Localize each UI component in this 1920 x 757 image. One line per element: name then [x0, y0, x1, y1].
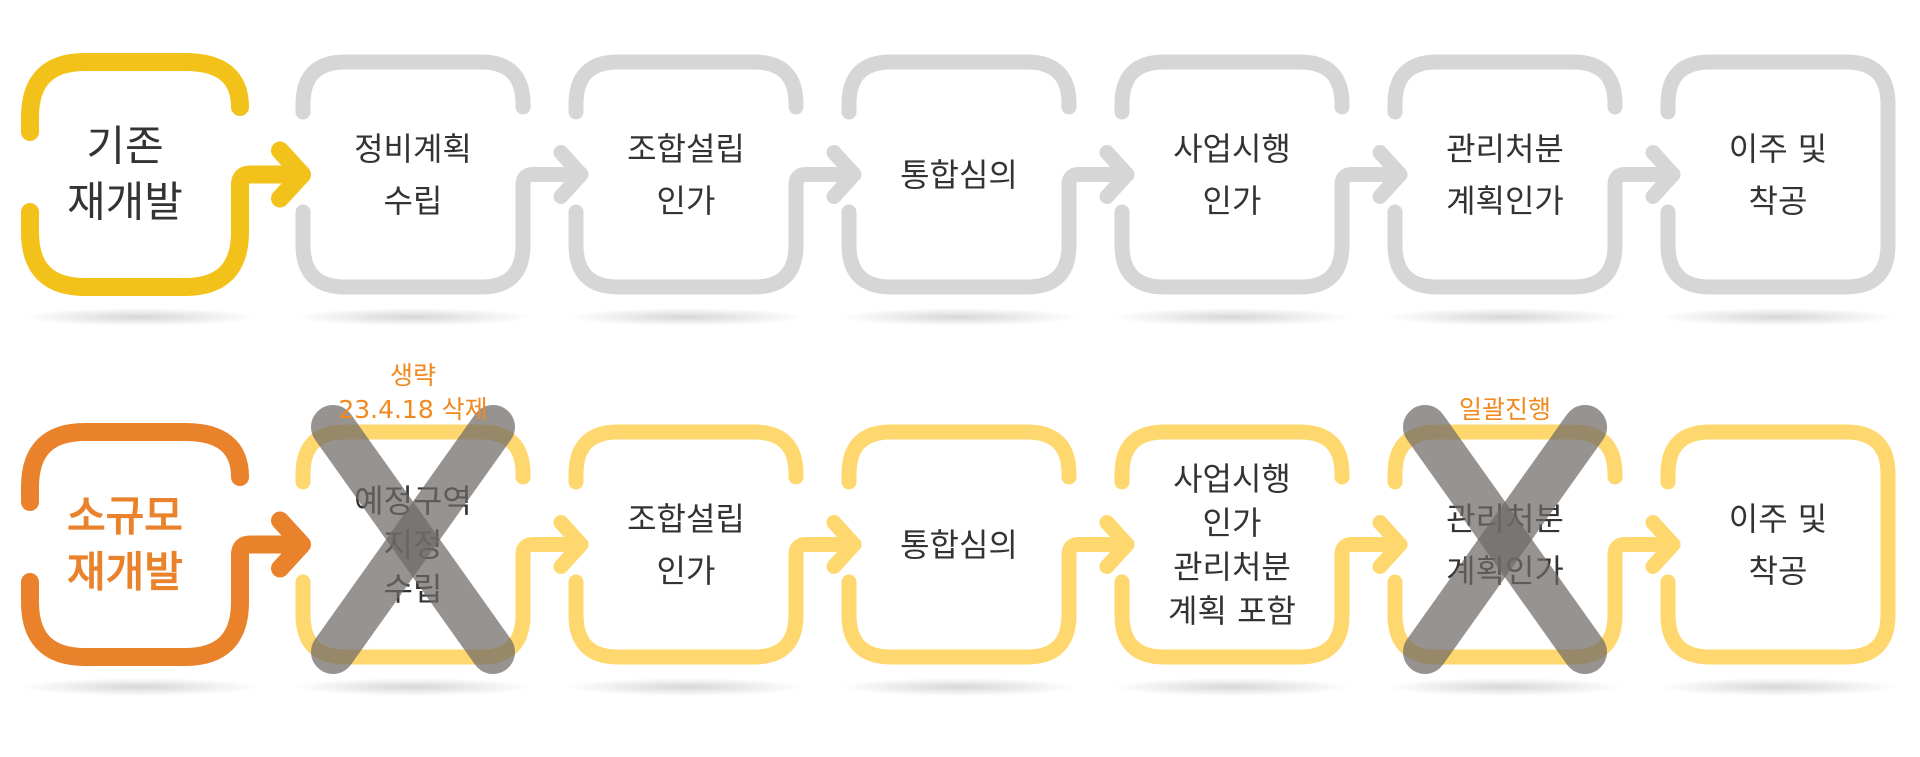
arrow-icon — [553, 145, 589, 204]
box-shadow — [1658, 678, 1898, 696]
step-frame-top — [295, 54, 531, 120]
step-label-line: 수립 — [384, 182, 443, 220]
step-frame-top — [295, 424, 531, 490]
box-shadow — [1112, 308, 1352, 326]
step-annotation: 생략 — [390, 361, 436, 390]
step-frame-bottom — [841, 167, 1135, 295]
step-label-line: 계획인가 — [1446, 182, 1564, 220]
process-step: 예정구역지정수립생략23.4.18 삭제 — [295, 361, 589, 674]
step-frame-bottom — [1114, 537, 1408, 665]
row-label-line: 기존 — [86, 122, 163, 171]
step-frame-top — [1660, 54, 1896, 120]
step-frame-top — [1387, 424, 1623, 490]
process-step: 통합심의 — [841, 54, 1135, 295]
arrow-icon — [1099, 515, 1135, 574]
box-shadow — [1385, 678, 1625, 696]
box-shadow — [1385, 308, 1625, 326]
row-label-line: 재개발 — [67, 548, 183, 597]
cross-mark-stroke — [1403, 405, 1607, 674]
step-label-line: 정비계획 — [354, 130, 472, 168]
process-row-2: 소규모재개발예정구역지정수립생략23.4.18 삭제조합설립인가통합심의사업시행… — [20, 361, 1898, 696]
arrow-icon — [271, 141, 311, 208]
box-shadow — [566, 678, 806, 696]
step-frame-top — [1114, 54, 1350, 120]
arrow-icon — [1645, 145, 1681, 204]
process-step: 통합심의 — [841, 424, 1135, 665]
step-label-line: 계획 포함 — [1168, 592, 1296, 630]
step-frame-top — [568, 54, 804, 120]
row-label-frame — [21, 423, 309, 666]
step-label-line: 사업시행 — [1173, 130, 1291, 168]
step-label-line: 착공 — [1749, 182, 1808, 220]
arrow-icon — [553, 515, 589, 574]
row-label-frame — [21, 53, 309, 296]
step-label-line: 조합설립 — [627, 130, 745, 168]
step-frame-bottom — [295, 167, 589, 295]
step-label-line: 인가 — [657, 182, 716, 220]
box-shadow — [839, 678, 1079, 696]
step-label-line: 통합심의 — [900, 526, 1018, 564]
step-frame-bottom — [1114, 167, 1408, 295]
box-shadow — [293, 308, 533, 326]
cross-mark-stroke — [311, 405, 515, 674]
process-step: 관리처분계획인가일괄진행 — [1387, 395, 1681, 674]
box-shadow — [293, 678, 533, 696]
step-label-line: 조합설립 — [627, 500, 745, 538]
process-step: 이주 및착공 — [1660, 54, 1896, 295]
step-label-line: 인가 — [1203, 182, 1262, 220]
step-label-line: 이주 및 — [1729, 130, 1828, 168]
step-frame-bottom — [1387, 167, 1681, 295]
step-frame-top — [568, 424, 804, 490]
arrow-icon — [826, 145, 862, 204]
arrow-icon — [1372, 515, 1408, 574]
step-frame-bottom — [1660, 469, 1896, 665]
step-frame-top — [1114, 424, 1350, 490]
step-annotation: 23.4.18 삭제 — [338, 395, 487, 424]
step-annotation: 일괄진행 — [1459, 395, 1551, 424]
process-step: 이주 및착공 — [1660, 424, 1896, 665]
step-label-line: 인가 — [657, 552, 716, 590]
box-shadow — [566, 308, 806, 326]
box-shadow — [1658, 308, 1898, 326]
step-label-line: 관리처분 — [1173, 548, 1291, 586]
step-label-line: 관리처분 — [1446, 130, 1564, 168]
arrow-icon — [1099, 145, 1135, 204]
step-frame-bottom — [1660, 99, 1896, 295]
step-frame-bottom — [841, 537, 1135, 665]
box-shadow — [20, 308, 260, 326]
step-frame-top — [1387, 54, 1623, 120]
row-label-line: 소규모 — [67, 492, 183, 541]
row-label-line: 재개발 — [67, 178, 183, 227]
step-label-line: 통합심의 — [900, 156, 1018, 194]
box-shadow — [1112, 678, 1352, 696]
box-shadow — [20, 678, 260, 696]
step-frame-bottom — [568, 537, 862, 665]
arrow-icon — [826, 515, 862, 574]
step-frame-top — [1660, 424, 1896, 490]
step-label-line: 사업시행 — [1173, 460, 1291, 498]
step-frame-top — [841, 54, 1077, 120]
arrow-icon — [271, 511, 311, 578]
step-label-line: 이주 및 — [1729, 500, 1828, 538]
step-label-line: 인가 — [1203, 504, 1262, 542]
step-frame-top — [841, 424, 1077, 490]
step-frame-bottom — [568, 167, 862, 295]
step-label-line: 착공 — [1749, 552, 1808, 590]
arrow-icon — [1372, 145, 1408, 204]
box-shadow — [839, 308, 1079, 326]
arrow-icon — [1645, 515, 1681, 574]
